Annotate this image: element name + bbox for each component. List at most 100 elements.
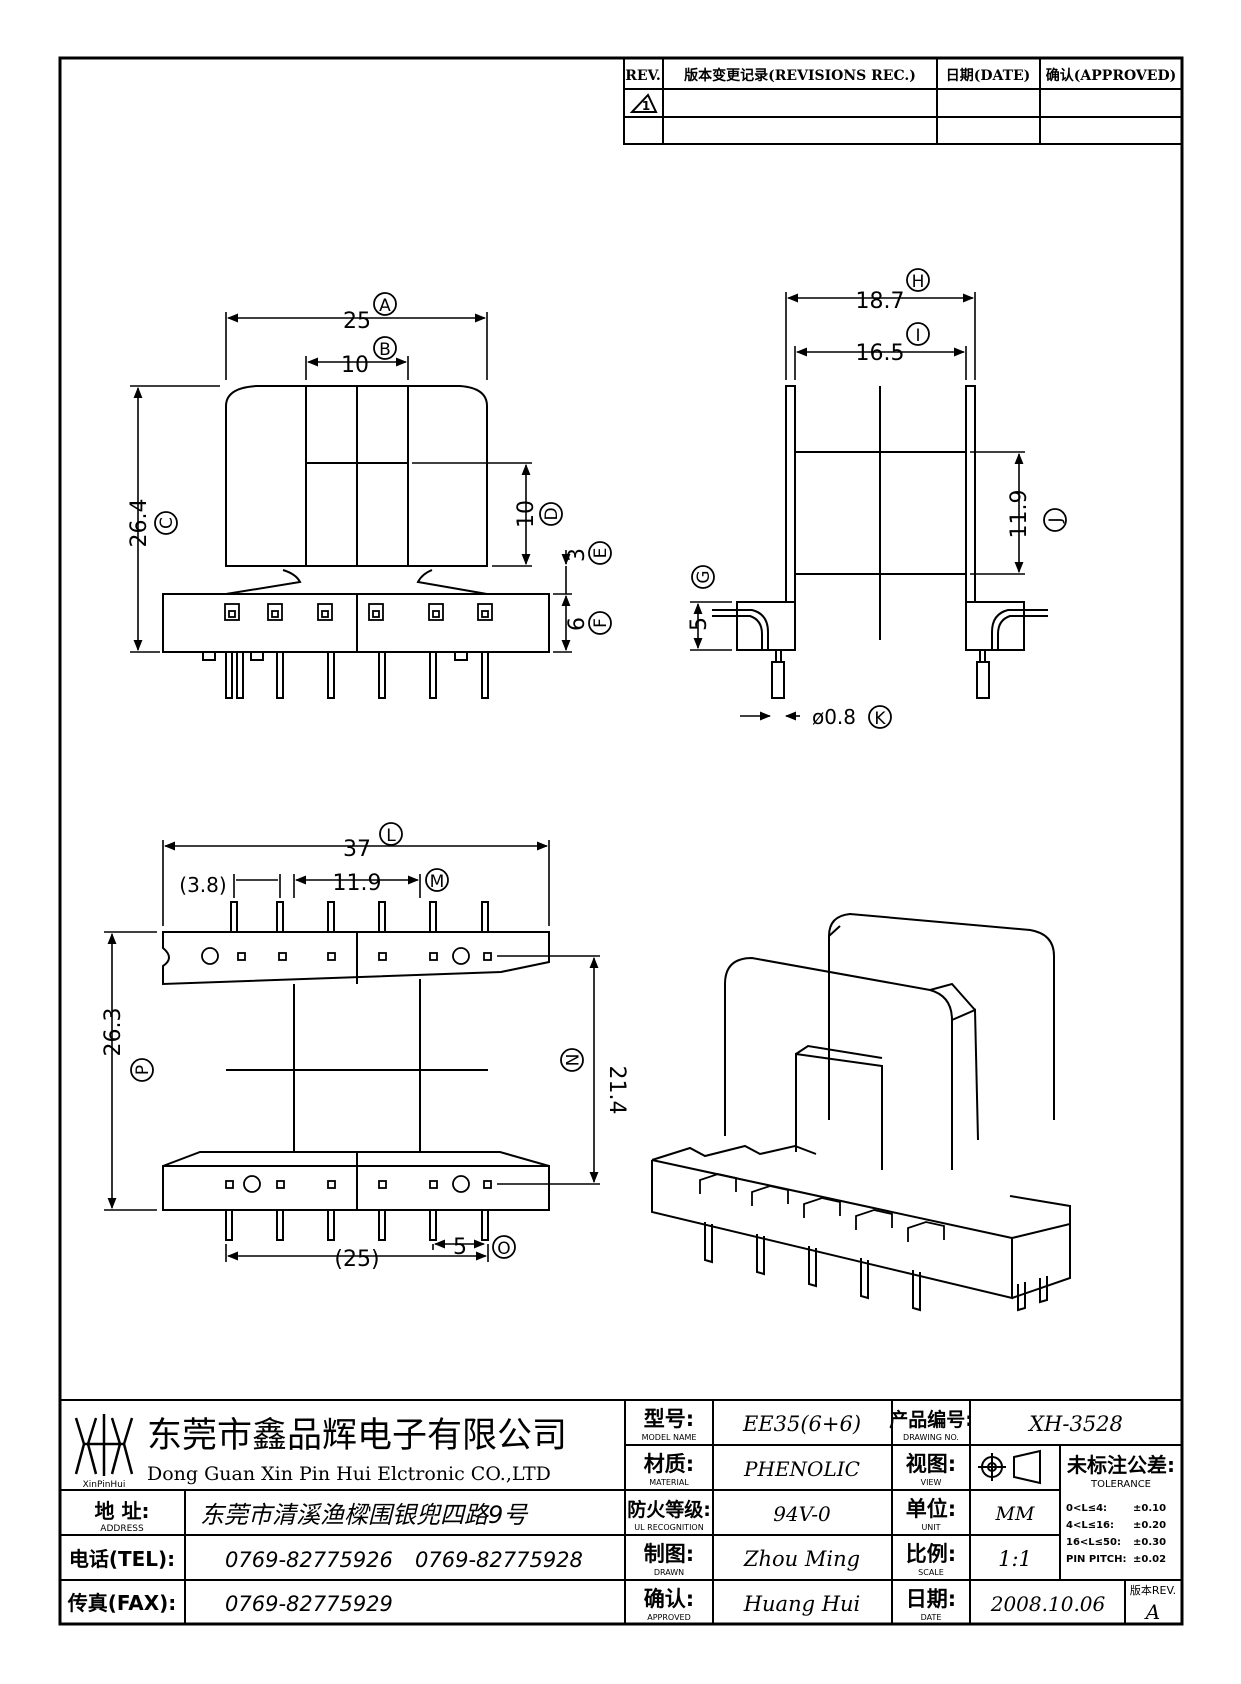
address-value: 东莞市清溪渔樑围银兜四路9号 (200, 1501, 529, 1529)
company-name-cn: 东莞市鑫品辉电子有限公司 (147, 1416, 567, 1456)
dim-P-balloon (130, 1058, 154, 1082)
fax-value: 0769-82775929 (225, 1592, 393, 1616)
tolerance-value-1: ±0.10 (1133, 1503, 1166, 1514)
ul-label: 防火等级: (627, 1498, 711, 1521)
drawing-no-label: 产品编号: (889, 1408, 973, 1431)
drawing-no-label-en: DRAWING NO. (903, 1433, 959, 1442)
dim-I-balloon (906, 322, 930, 346)
dim-C-balloon (154, 511, 178, 535)
scale-label: 比例: (906, 1542, 956, 1566)
tolerance-range-2: 4<L≤16: (1066, 1520, 1114, 1531)
material-label-en: MATERIAL (649, 1478, 689, 1487)
model-value: EE35(6+6) (742, 1412, 861, 1436)
dim-L-value: 37 (343, 837, 371, 862)
logo-text: XinPinHui (83, 1480, 126, 1490)
company-name-en: Dong Guan Xin Pin Hui Elctronic CO.,LTD (147, 1463, 551, 1485)
title-block-grid (60, 1399, 1182, 1624)
date-label-en: DATE (921, 1613, 942, 1622)
dim-A-value: 25 (343, 309, 371, 334)
dim-P-value: 26.3 (101, 1008, 126, 1057)
dim-J-letter: J (1046, 517, 1066, 523)
company-logo-icon (74, 1414, 134, 1476)
model-label-en: MODEL NAME (642, 1433, 697, 1442)
dim-F-letter: F (591, 618, 611, 628)
dim-H-letter: H (912, 272, 925, 292)
side-view (712, 385, 1048, 699)
dim-J-balloon (1043, 508, 1067, 532)
dim-F-balloon (588, 611, 612, 635)
tolerance-range-1: 0<L≤4: (1066, 1503, 1107, 1514)
dim-B-value: 10 (341, 353, 369, 378)
dim-H-value: 18.7 (856, 289, 905, 314)
record-header: 版本变更记录(REVISIONS REC.) (684, 67, 916, 84)
address-label-en: ADDRESS (100, 1524, 144, 1534)
dim-L-balloon (379, 822, 403, 846)
tolerance-range-3: 16<L≤50: (1066, 1537, 1121, 1548)
dim-E-value: 3 (565, 548, 590, 562)
dim-G-balloon (691, 565, 715, 589)
approved-label: 确认: (644, 1587, 694, 1611)
dim-K-balloon (868, 705, 892, 729)
plan-view (162, 901, 550, 1241)
dim-D-letter: D (542, 507, 562, 520)
tel-label: 电话(TEL): (69, 1547, 175, 1571)
dim-N-balloon (560, 1048, 584, 1072)
dim-L-letter: L (386, 826, 396, 846)
dim-O-value: 5 (453, 1235, 467, 1260)
tolerance-range-4: PIN PITCH: (1066, 1554, 1126, 1565)
dim-A-balloon (373, 292, 397, 316)
date-header: 日期(DATE) (946, 68, 1031, 84)
drawn-label-en: DRAWN (654, 1568, 684, 1577)
dim-J-value: 11.9 (1007, 490, 1032, 539)
dim-M-letter: M (430, 872, 445, 892)
dim-O-balloon (492, 1235, 516, 1259)
dim-B-letter: B (379, 340, 391, 360)
plan-view-dimensions (104, 840, 600, 1262)
address-label: 地 址: (95, 1499, 150, 1523)
date-value: 2008.10.06 (990, 1592, 1106, 1616)
drawing-no-value: XH-3528 (1027, 1412, 1123, 1436)
dim-D-balloon (539, 502, 563, 526)
version-value: A (1144, 1600, 1160, 1624)
dim-K-value: ø0.8 (812, 705, 856, 729)
dim-H-balloon (906, 268, 930, 292)
revision-table (623, 57, 1183, 145)
dim-G-value: 5 (687, 617, 712, 631)
view-label-en: VIEW (921, 1478, 942, 1487)
unit-label-en: UNIT (921, 1523, 940, 1532)
dim-D-value: 10 (514, 500, 539, 528)
dim-N-value: 21.4 (604, 1066, 629, 1115)
drawn-value: Zhou Ming (743, 1547, 860, 1571)
drawn-label: 制图: (644, 1542, 694, 1566)
dim-span-ref: (25) (334, 1247, 379, 1272)
view-label: 视图: (906, 1452, 956, 1476)
revision-triangle-icon: 1 (629, 93, 658, 113)
approved-value: Huang Hui (743, 1592, 861, 1616)
tolerance-value-2: ±0.20 (1133, 1520, 1166, 1531)
approved-header: 确认(APPROVED) (1046, 67, 1176, 84)
dim-pitch-ref: (3.8) (179, 873, 226, 897)
ul-label-en: UL RECOGNITION (634, 1523, 703, 1532)
dim-M-value: 11.9 (333, 871, 382, 896)
dim-I-letter: I (915, 326, 920, 346)
dim-P-letter: P (133, 1065, 153, 1075)
scale-value: 1:1 (998, 1547, 1032, 1571)
dim-C-value: 26.4 (127, 499, 152, 548)
dim-O-letter: O (497, 1239, 510, 1259)
dim-G-letter: G (694, 570, 714, 583)
tolerance-value-4: ±0.02 (1133, 1554, 1166, 1565)
rev-row-1: 1 (642, 99, 650, 113)
tolerance-value-3: ±0.30 (1133, 1537, 1166, 1548)
tel-value-2: 0769-82775928 (415, 1548, 583, 1572)
dim-E-letter: E (591, 548, 611, 559)
dim-E-balloon (588, 541, 612, 565)
isometric-view (651, 912, 1071, 1312)
fax-label: 传真(FAX): (67, 1591, 177, 1615)
front-view-dimensions (130, 312, 572, 653)
tolerance-title: 未标注公差: (1067, 1453, 1175, 1477)
front-view (162, 385, 550, 699)
dim-A-letter: A (379, 296, 391, 316)
dim-C-letter: C (157, 517, 177, 529)
sheet-border (58, 56, 1184, 1626)
